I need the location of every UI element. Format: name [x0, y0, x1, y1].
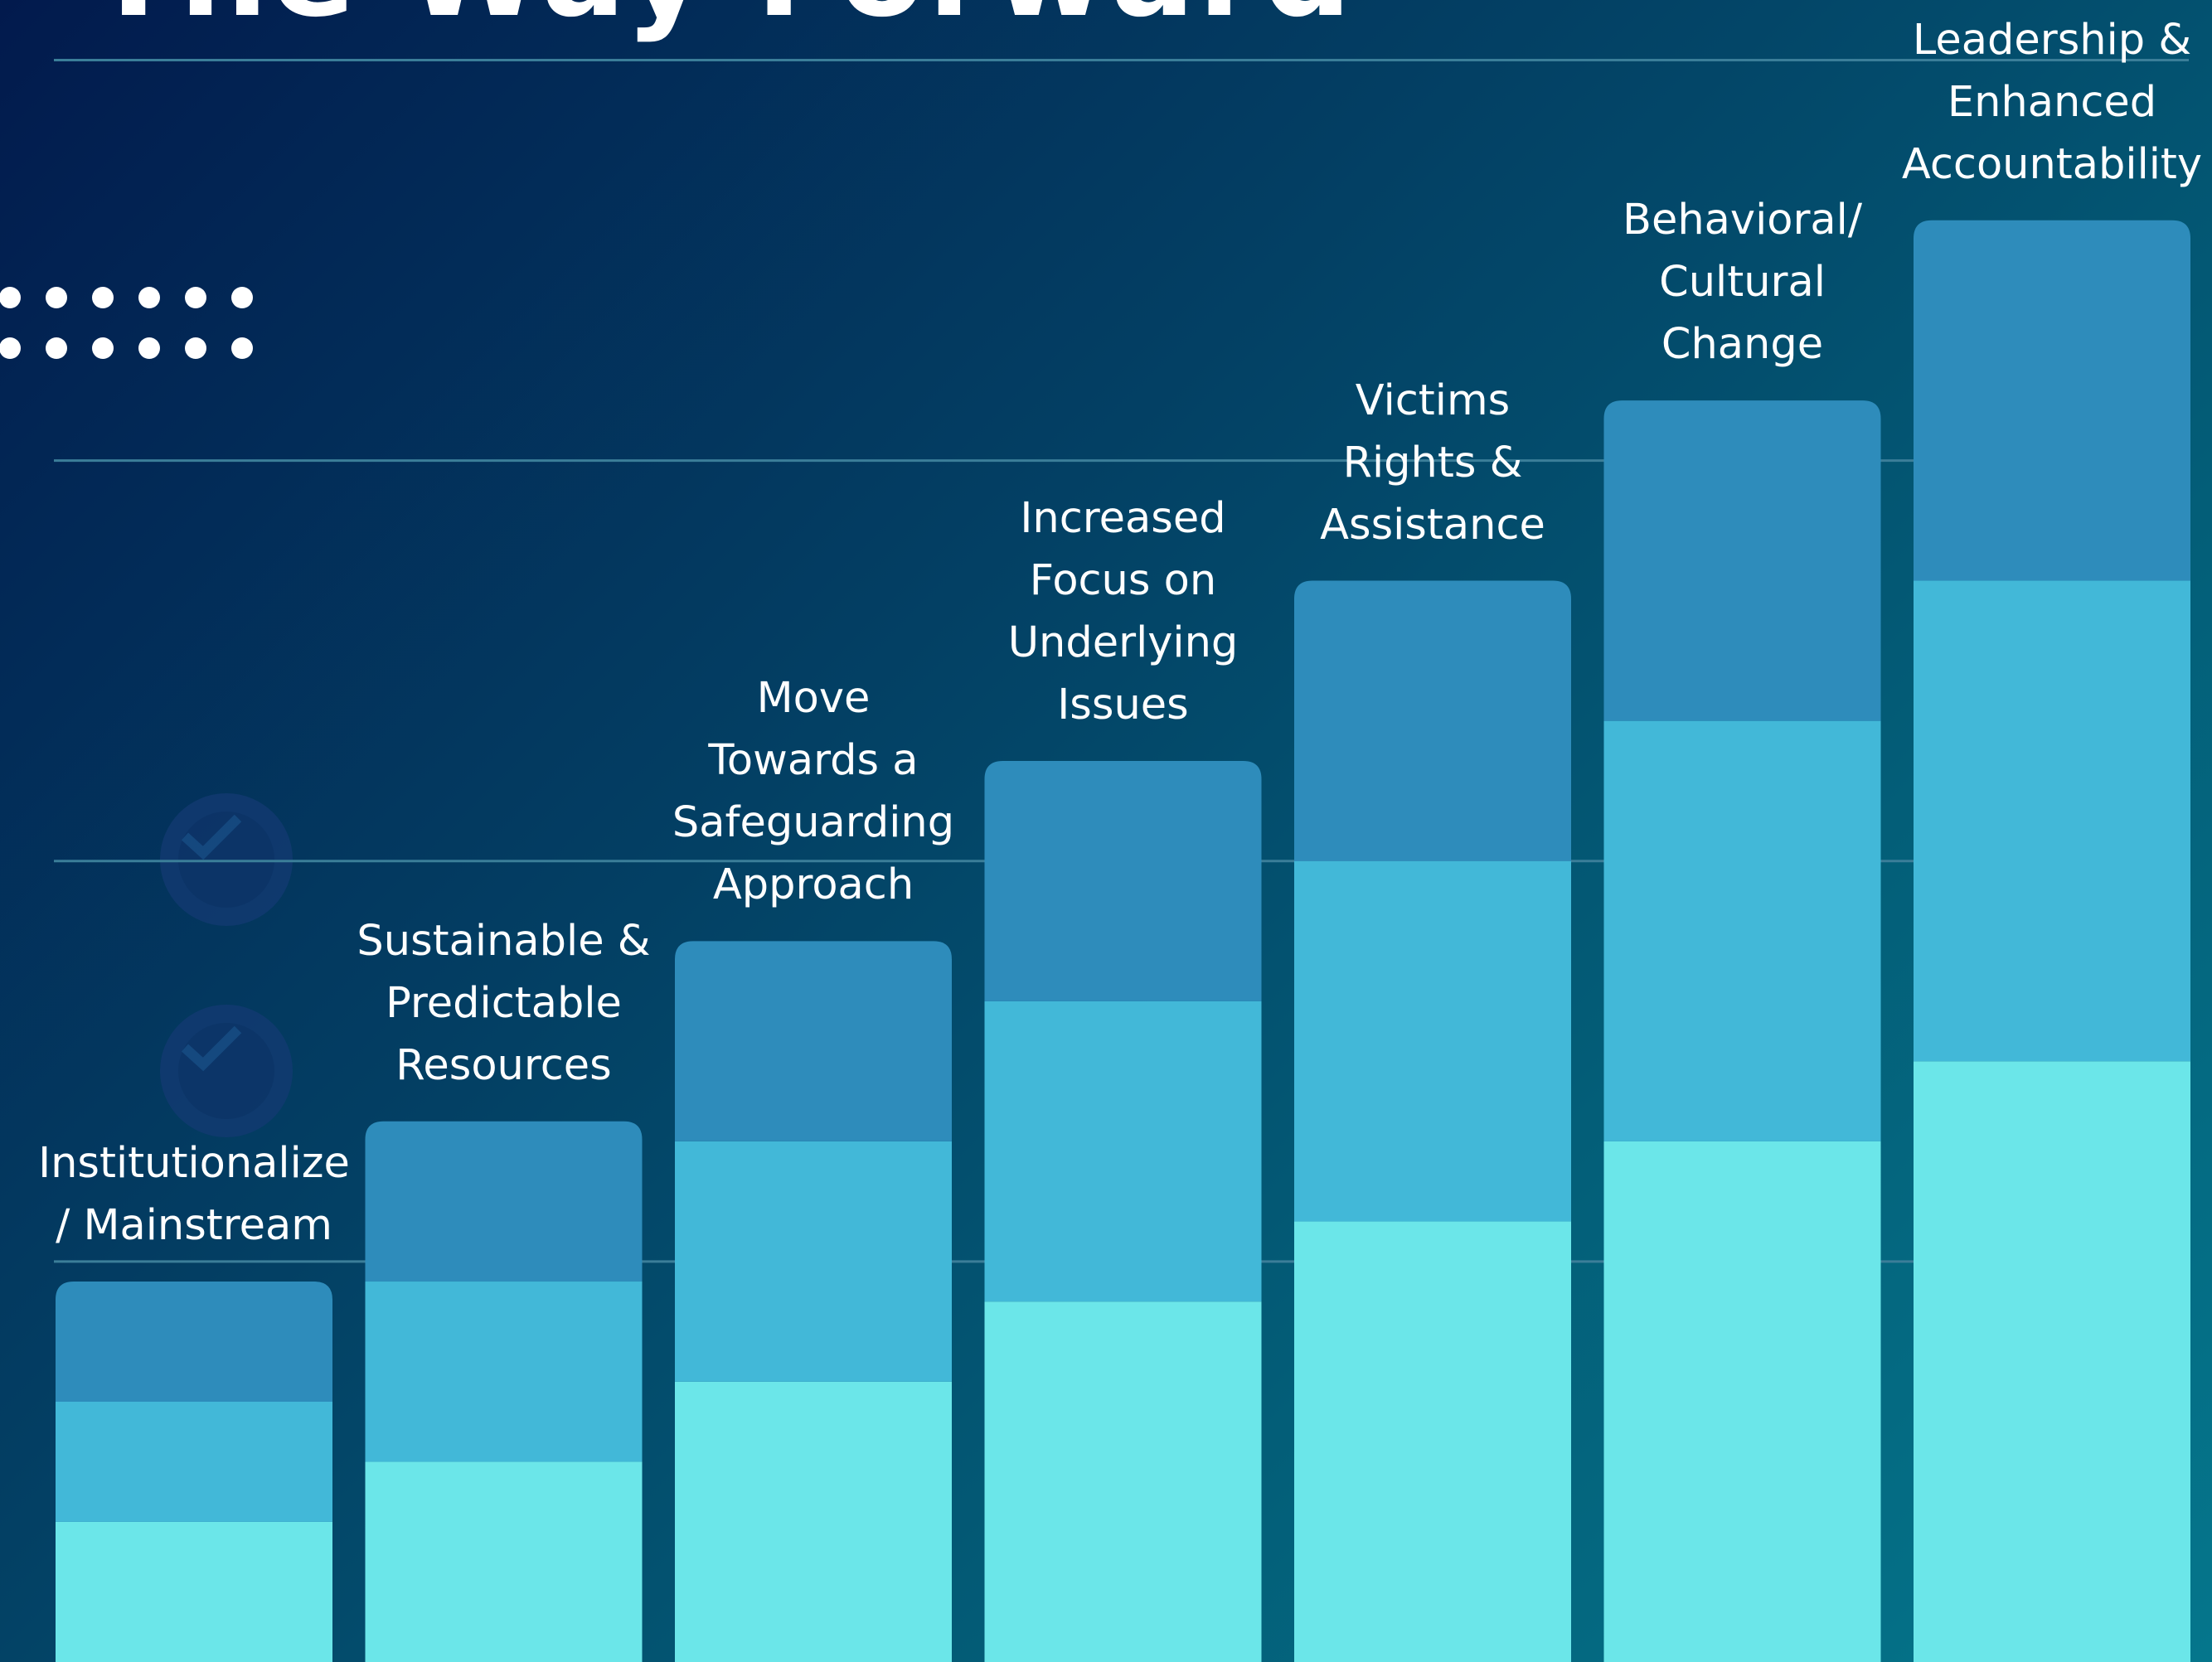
bar-segment-middle	[365, 1282, 643, 1462]
bar-segment-middle	[1914, 580, 2190, 1062]
dot	[138, 337, 160, 359]
bar-segment-middle	[1603, 720, 1881, 1141]
dot	[185, 287, 206, 308]
dot	[231, 337, 253, 359]
bar-label: Move Towards a Safeguarding Approach	[672, 674, 955, 910]
bar-segment-top	[365, 1121, 643, 1282]
bar-segment-bottom	[1603, 1141, 1881, 1662]
bar-segment-bottom	[1294, 1221, 1571, 1662]
bar-label: Behavioral/ Cultural Change	[1622, 196, 1863, 370]
bar-segment-middle	[56, 1401, 332, 1522]
page-title: The Way Forward	[91, 0, 1355, 45]
bar-segment-top	[56, 1282, 332, 1402]
dot	[185, 337, 206, 359]
bar-segment-top	[1603, 400, 1881, 721]
dot	[92, 287, 114, 308]
bar-segment-bottom	[365, 1461, 643, 1662]
bar-segment-middle	[1294, 860, 1571, 1222]
bar-segment-bottom	[56, 1521, 332, 1662]
bar-segment-top	[984, 760, 1262, 1001]
bar-label: Victims Rights & Assistance	[1320, 376, 1545, 550]
dot	[92, 337, 114, 359]
check-circle-icon	[160, 793, 293, 926]
bar-label: Institutionalize / Mainstream	[38, 1139, 350, 1251]
bar-label: Sustainable & Predictable Resources	[357, 916, 651, 1090]
bar-segment-middle	[675, 1141, 952, 1382]
bar-segment-bottom	[984, 1301, 1262, 1662]
dot	[46, 337, 67, 359]
check-circle-icon	[160, 1005, 293, 1137]
bar-segment-top	[675, 941, 952, 1141]
dot	[138, 287, 160, 308]
bar-segment-middle	[984, 1001, 1262, 1302]
bar-segment-bottom	[675, 1381, 952, 1662]
dot	[0, 337, 21, 359]
bar-label: Leadership & Enhanced Accountability	[1901, 15, 2203, 189]
dot	[46, 287, 67, 308]
dot-grid-icon	[0, 287, 269, 388]
bar-segment-bottom	[1914, 1061, 2190, 1662]
bar-label: Increased Focus on Underlying Issues	[1007, 493, 1239, 729]
dot	[0, 287, 21, 308]
bar-segment-top	[1914, 220, 2190, 581]
dot	[231, 287, 253, 308]
bar-segment-top	[1294, 580, 1571, 861]
